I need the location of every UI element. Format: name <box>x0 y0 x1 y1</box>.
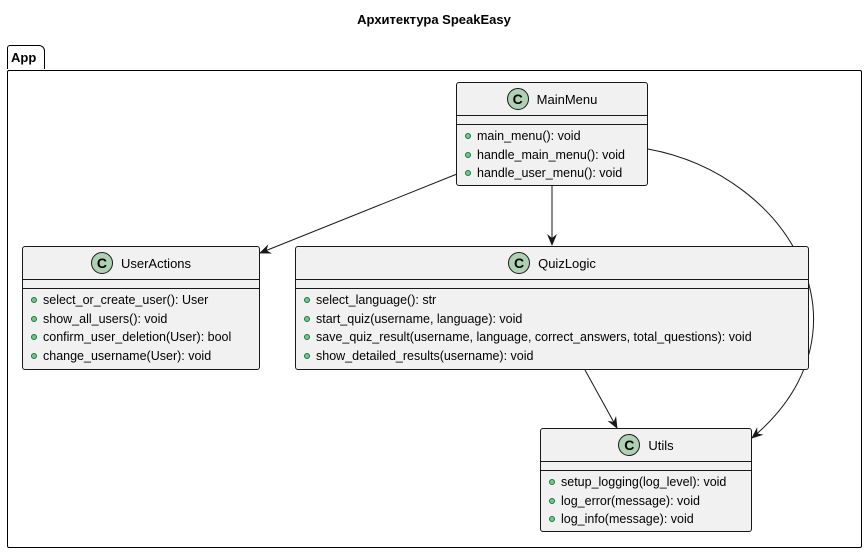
public-dot-icon <box>304 315 310 322</box>
class-utils: C Utils setup_logging(log_level): void l… <box>540 428 752 532</box>
diagram-title: Архитектура SpeakEasy <box>357 12 511 27</box>
method: select_or_create_user(): User <box>31 291 259 310</box>
class-methods: main_menu(): void handle_main_menu(): vo… <box>457 125 647 183</box>
class-name: Utils <box>648 437 674 453</box>
public-dot-icon <box>549 516 555 523</box>
public-dot-icon <box>465 151 471 158</box>
class-useractions: C UserActions select_or_create_user(): U… <box>22 246 260 370</box>
class-methods: select_or_create_user(): User show_all_u… <box>23 289 259 365</box>
class-name: UserActions <box>120 255 192 271</box>
class-name: QuizLogic <box>538 255 596 271</box>
public-dot-icon <box>549 497 555 504</box>
method: handle_user_menu(): void <box>465 164 647 183</box>
class-header: C Utils <box>541 429 751 462</box>
method: main_menu(): void <box>465 127 647 146</box>
public-dot-icon <box>31 334 37 341</box>
class-icon: C <box>508 252 531 274</box>
class-fields <box>23 280 259 289</box>
class-mainmenu: C MainMenu main_menu(): void handle_main… <box>456 82 648 186</box>
class-fields <box>457 116 647 125</box>
public-dot-icon <box>31 297 37 304</box>
class-quizlogic: C QuizLogic select_language(): str start… <box>295 246 809 370</box>
class-fields <box>541 462 751 471</box>
package-tab: App <box>7 45 45 69</box>
method: confirm_user_deletion(User): bool <box>31 328 259 347</box>
class-methods: setup_logging(log_level): void log_error… <box>541 471 751 529</box>
public-dot-icon <box>304 297 310 304</box>
method: start_quiz(username, language): void <box>304 310 808 329</box>
method: save_quiz_result(username, language, cor… <box>304 328 808 347</box>
public-dot-icon <box>465 133 471 140</box>
method: log_error(message): void <box>549 492 751 511</box>
method: show_all_users(): void <box>31 310 259 329</box>
public-dot-icon <box>31 315 37 322</box>
class-icon: C <box>506 88 529 110</box>
method: select_language(): str <box>304 291 808 310</box>
method: show_detailed_results(username): void <box>304 347 808 366</box>
arrow-quizlogic-to-utils <box>584 369 618 429</box>
method: setup_logging(log_level): void <box>549 473 751 492</box>
class-name: MainMenu <box>536 91 598 107</box>
class-icon: C <box>90 252 113 274</box>
arrow-mainmenu-to-useractions <box>259 173 458 254</box>
class-header: C UserActions <box>23 247 259 280</box>
class-header: C QuizLogic <box>296 247 808 280</box>
public-dot-icon <box>465 170 471 177</box>
class-icon: C <box>618 434 641 456</box>
public-dot-icon <box>31 352 37 359</box>
method: change_username(User): void <box>31 347 259 366</box>
method: handle_main_menu(): void <box>465 146 647 165</box>
class-header: C MainMenu <box>457 83 647 116</box>
public-dot-icon <box>549 479 555 486</box>
public-dot-icon <box>304 334 310 341</box>
public-dot-icon <box>304 352 310 359</box>
class-fields <box>296 280 808 289</box>
method: log_info(message): void <box>549 510 751 529</box>
class-methods: select_language(): str start_quiz(userna… <box>296 289 808 365</box>
package-body <box>7 70 862 548</box>
